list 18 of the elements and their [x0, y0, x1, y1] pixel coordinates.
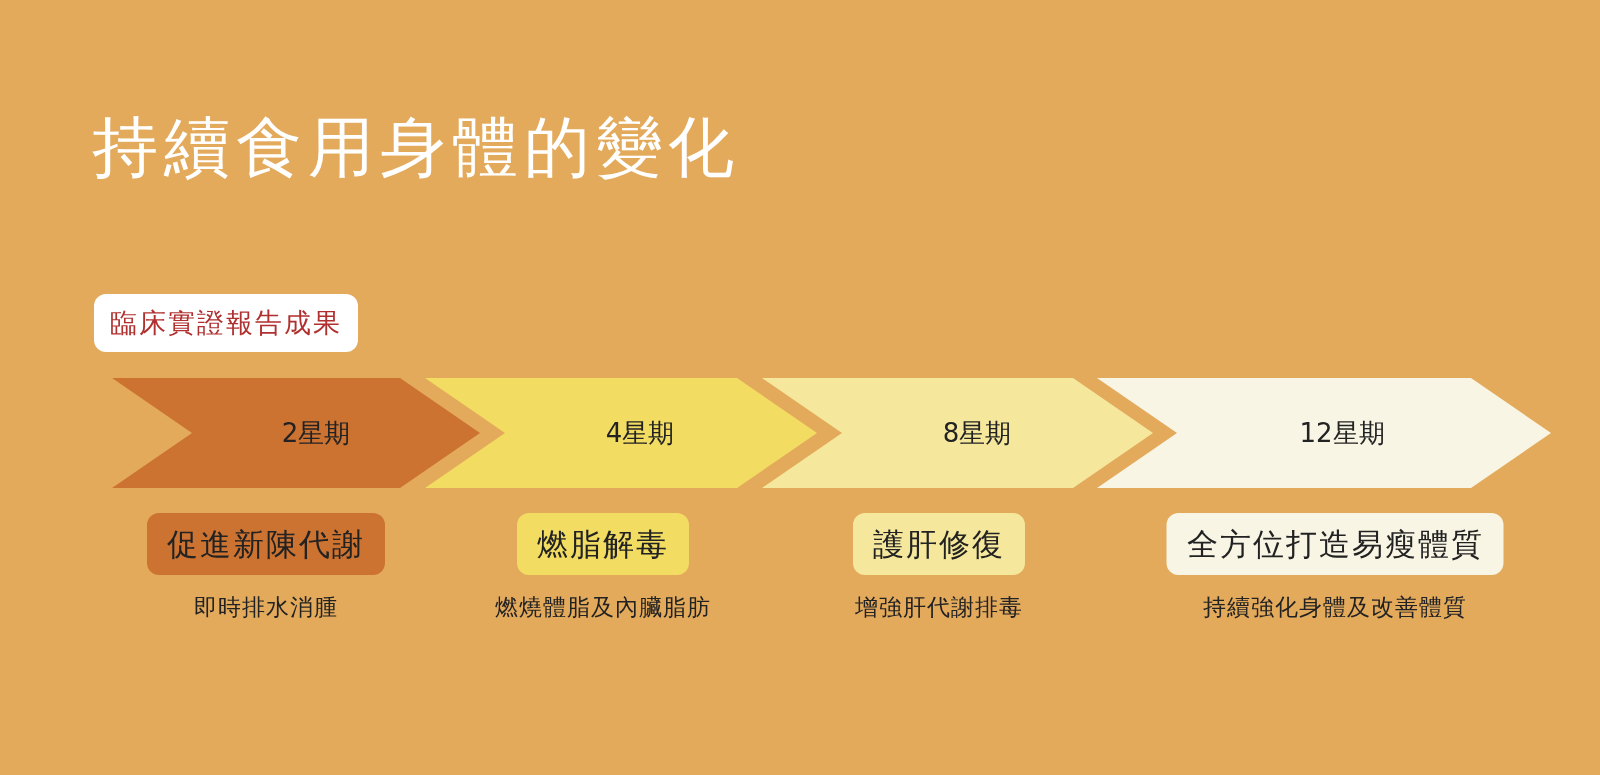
step-label: 12星期: [1299, 417, 1385, 450]
result-description: 增強肝代謝排毒: [855, 593, 1023, 622]
chevron-step: [425, 378, 817, 488]
result-description: 燃燒體脂及內臟脂肪: [495, 593, 711, 622]
result-description: 持續強化身體及改善體質: [1203, 593, 1467, 622]
result-tag: 促進新陳代謝: [147, 513, 385, 575]
result-tag: 全方位打造易瘦體質: [1166, 513, 1504, 575]
chevron-step: [112, 378, 480, 488]
chevron-step: [762, 378, 1153, 488]
title: 持續食用身體的變化: [92, 115, 740, 181]
result-description: 即時排水消腫: [194, 593, 338, 622]
step-label: 8星期: [942, 417, 1012, 450]
step-label: 2星期: [281, 417, 351, 450]
section-tag: 臨床實證報告成果: [94, 294, 358, 352]
step-label: 4星期: [605, 417, 675, 450]
result-tag: 護肝修復: [853, 513, 1025, 575]
chevron-step: [1097, 378, 1551, 488]
result-tag: 燃脂解毒: [517, 513, 689, 575]
